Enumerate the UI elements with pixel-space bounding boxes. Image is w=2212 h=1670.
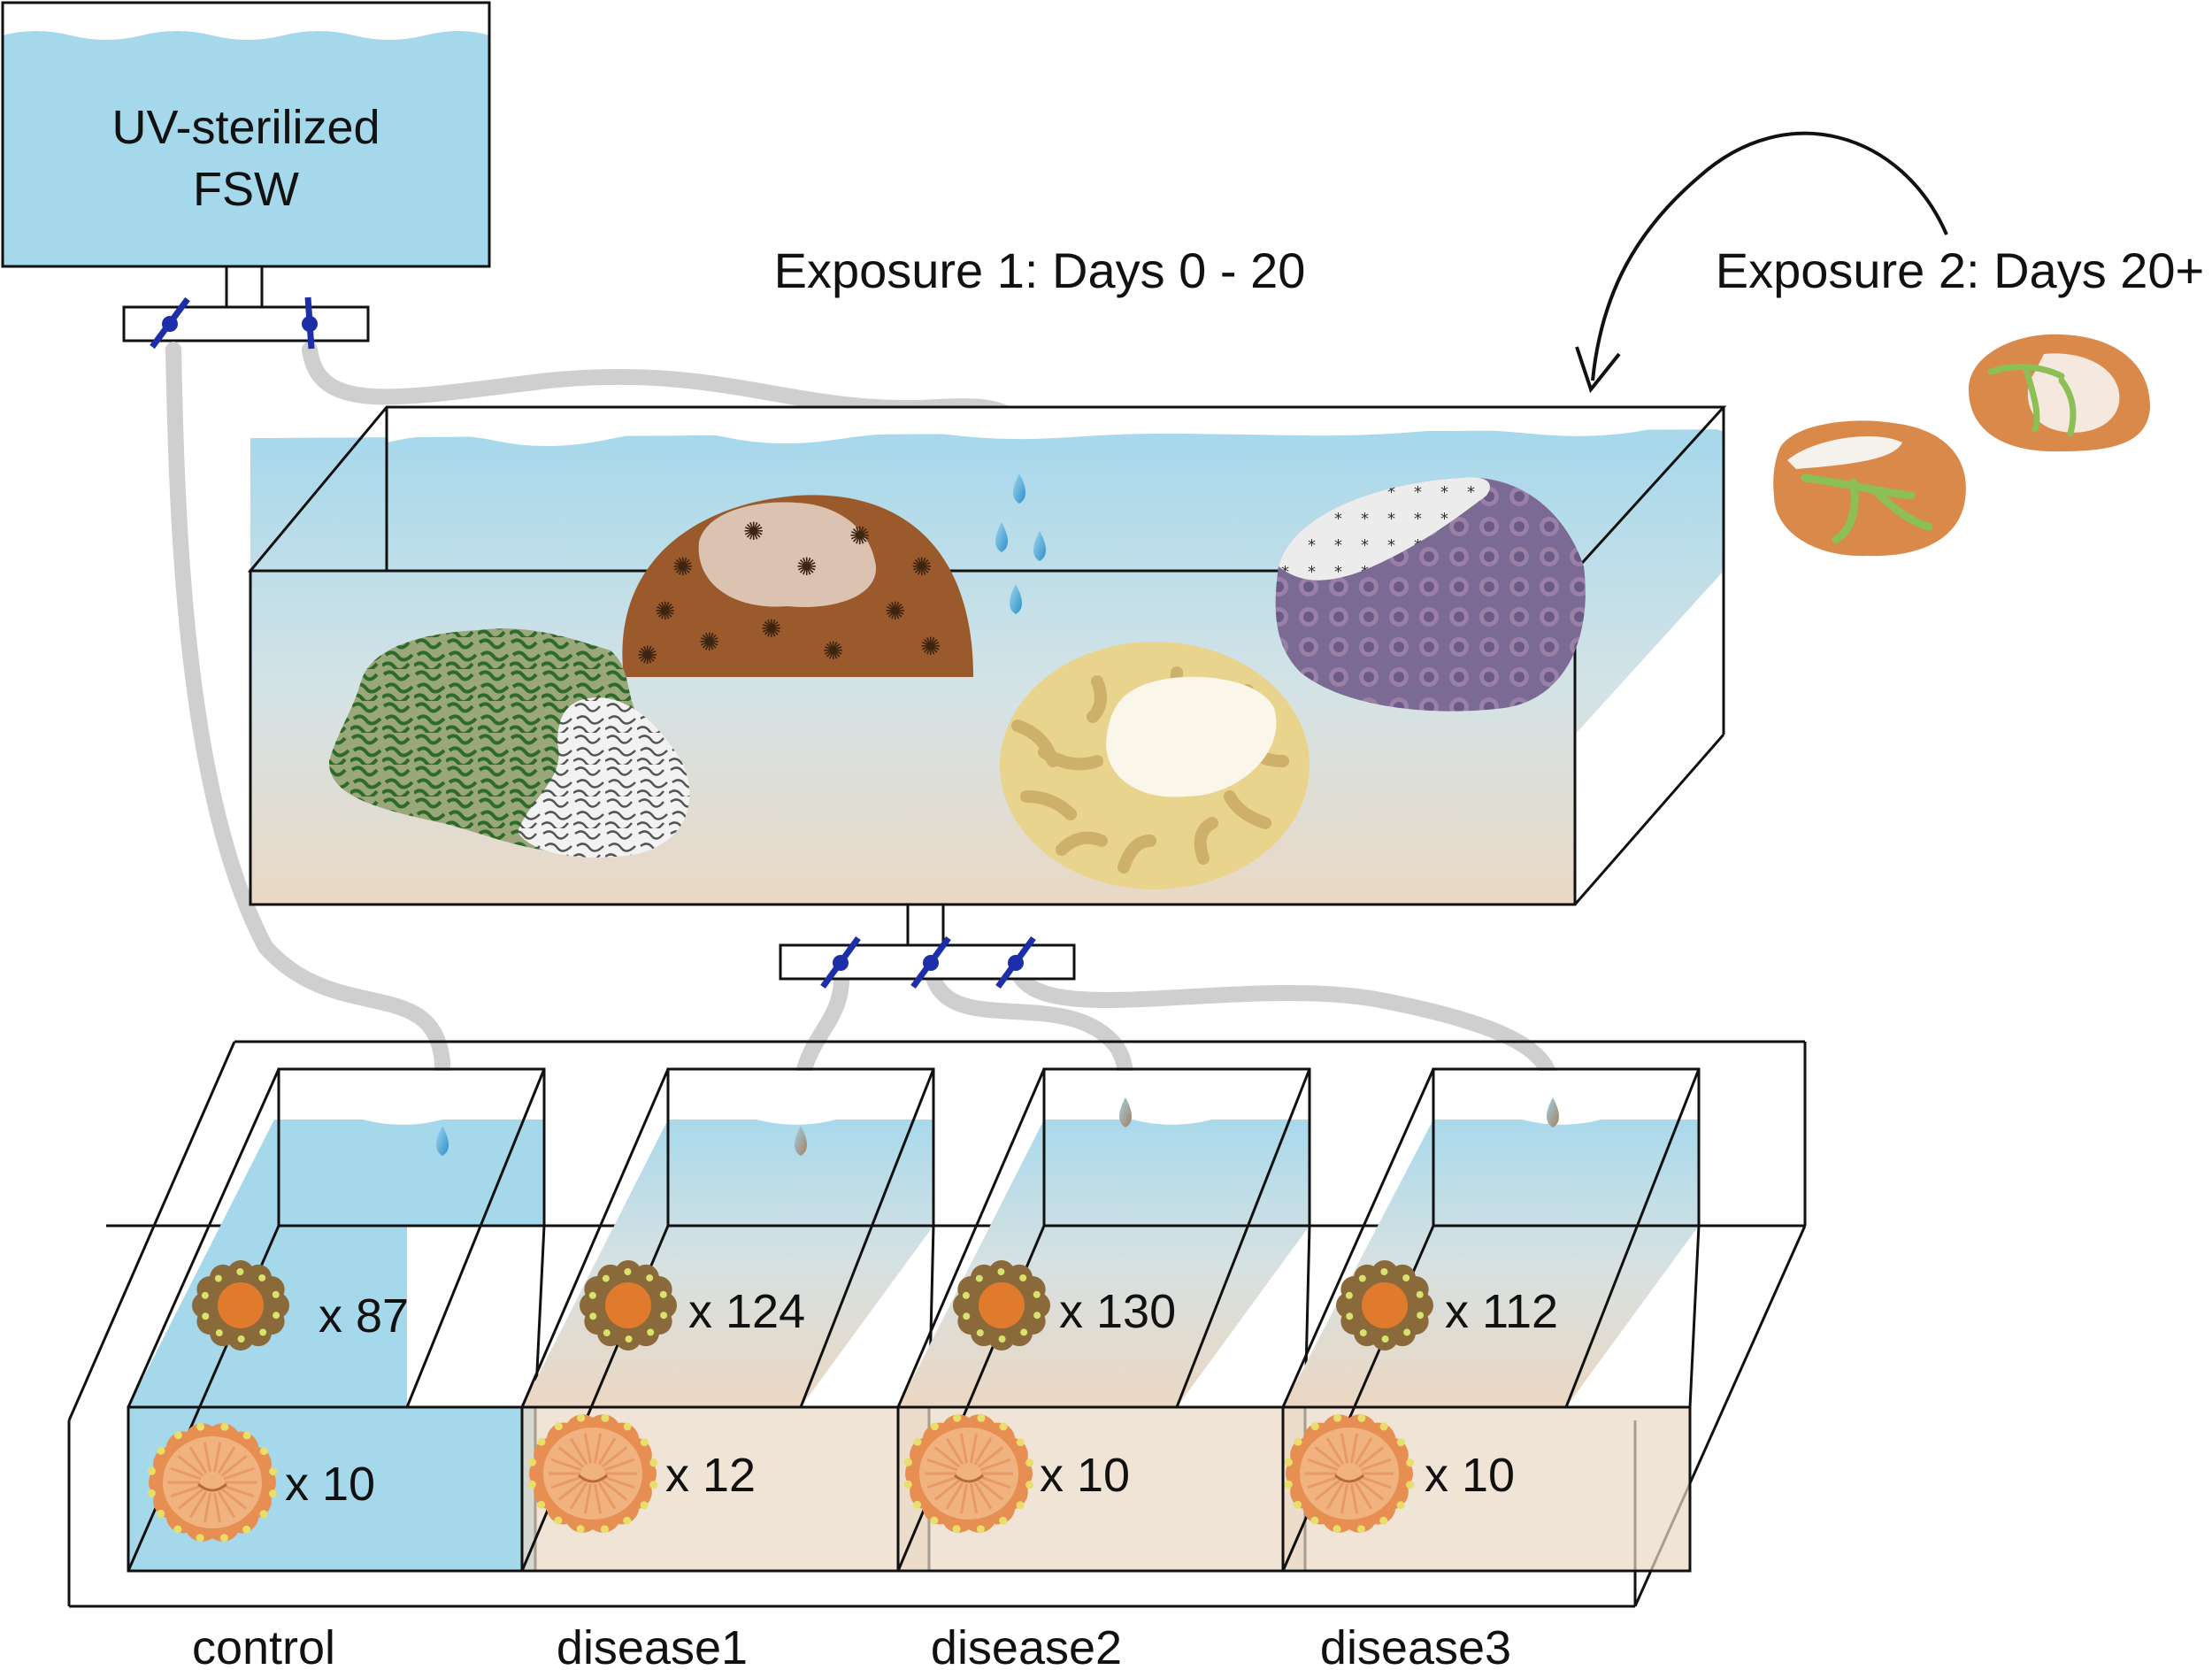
valve-knob[interactable]	[833, 955, 849, 971]
polyp-icon	[1284, 1413, 1415, 1534]
reservoir-label-line1: UV-sterilized	[111, 101, 380, 154]
svg-text:✺: ✺	[672, 552, 693, 581]
svg-text:✺: ✺	[796, 552, 817, 581]
disease1-small-count: x 124	[688, 1285, 805, 1338]
main-tank-manifold	[779, 903, 1076, 989]
exposure2-coral-right	[1969, 334, 2150, 452]
coral-recruit-icon	[192, 1260, 289, 1351]
svg-text:✺: ✺	[823, 636, 843, 666]
coral-yellow-brain	[1000, 642, 1310, 889]
valve-knob[interactable]	[162, 316, 178, 332]
reservoir-valves	[150, 296, 318, 350]
coral-recruit-icon	[953, 1260, 1050, 1351]
svg-text:✺: ✺	[699, 627, 719, 657]
exposure1-label: Exposure 1: Days 0 - 20	[774, 242, 1306, 298]
disease2-small-count: x 130	[1059, 1285, 1176, 1338]
svg-text:✺: ✺	[849, 521, 870, 550]
svg-text:✺: ✺	[885, 596, 905, 626]
svg-text:✺: ✺	[655, 596, 675, 626]
valve-knob[interactable]	[302, 316, 318, 332]
coral-green-brain	[328, 628, 690, 858]
tube-to-disease3	[1008, 957, 1561, 1105]
polyp-icon	[147, 1422, 278, 1543]
curved-arrow	[1575, 131, 1948, 394]
tank-label-disease1: disease1	[557, 1621, 748, 1670]
polyp-icon	[903, 1413, 1034, 1534]
tank-label-control: control	[192, 1621, 335, 1670]
reservoir-tank: UV-sterilized FSW	[1, 1, 491, 342]
tube-to-control	[165, 342, 450, 1114]
control-large-count: x 10	[285, 1458, 375, 1511]
valve-knob[interactable]	[1008, 955, 1024, 971]
water-drop	[1547, 1097, 1559, 1127]
reservoir-label-line2: FSW	[193, 163, 299, 216]
organisms	[147, 1260, 1433, 1543]
water-drops	[995, 473, 1046, 614]
polyp-icon	[527, 1413, 658, 1534]
svg-text:✺: ✺	[637, 641, 657, 670]
tank-label-disease2: disease2	[931, 1621, 1122, 1670]
disease3-small-count: x 112	[1445, 1285, 1558, 1338]
disease3-large-count: x 10	[1425, 1449, 1515, 1502]
svg-text:✺: ✺	[761, 614, 781, 643]
coral-recruit-icon	[1336, 1260, 1433, 1351]
disease2-large-count: x 10	[1040, 1449, 1130, 1502]
disease1-large-count: x 12	[665, 1449, 756, 1502]
svg-text:✺: ✺	[743, 517, 764, 546]
water-drop	[795, 1126, 807, 1156]
svg-text:✺: ✺	[911, 552, 932, 581]
coral-brown-dome: ✺✺✺ ✺✺✺ ✺✺✺ ✺✺✺	[622, 495, 973, 677]
water-drop	[436, 1126, 449, 1156]
exposure2-coral-left	[1773, 420, 1966, 557]
svg-text:✺: ✺	[920, 632, 941, 661]
coral-recruit-icon	[580, 1260, 677, 1351]
valve-knob[interactable]	[923, 955, 939, 971]
coral-purple-boulder	[1275, 477, 1586, 712]
tank-label-disease3: disease3	[1320, 1621, 1511, 1670]
control-small-count: x 87	[319, 1289, 409, 1343]
water-drop	[1119, 1097, 1132, 1127]
exposure2-label: Exposure 2: Days 20+	[1716, 242, 2205, 298]
